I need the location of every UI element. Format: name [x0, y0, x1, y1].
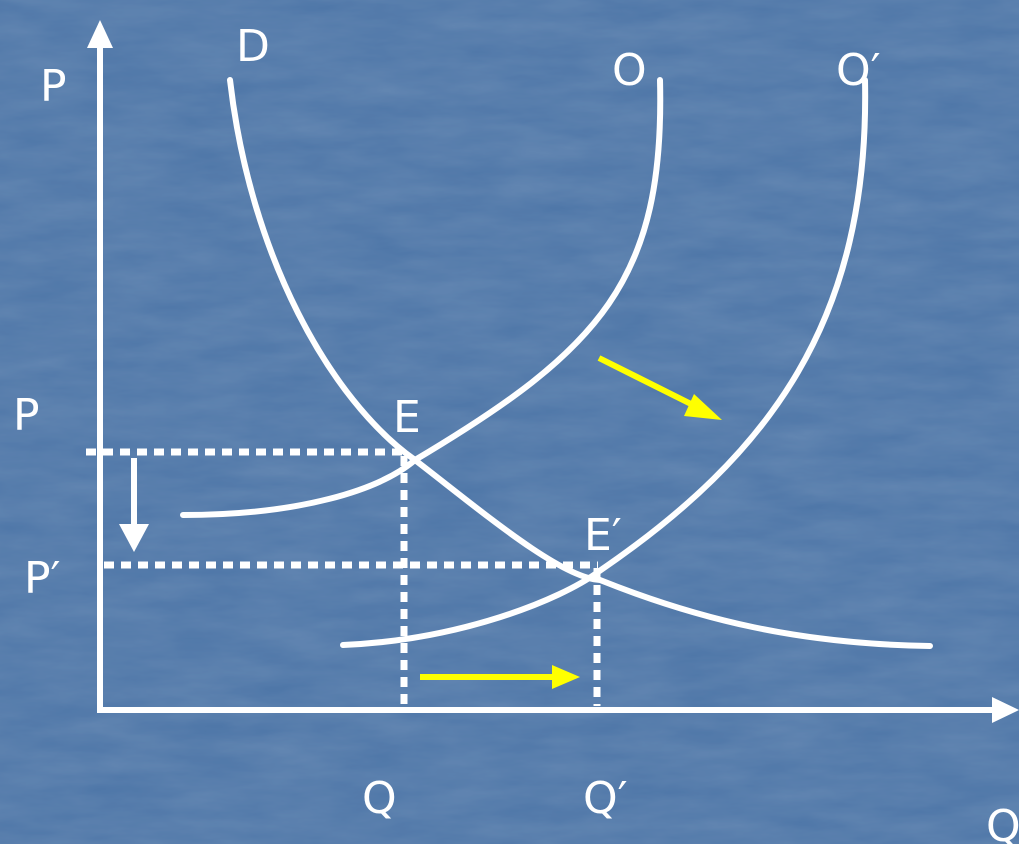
axes — [87, 20, 1019, 723]
price-drop-arrow — [119, 458, 149, 552]
guide-lines — [86, 448, 601, 706]
demand-curve — [227, 77, 933, 649]
new-equilibrium-label: E′ — [584, 510, 622, 561]
supply-curve-label: O — [612, 45, 647, 96]
supply-shift-arrow-shaft — [597, 355, 705, 413]
price-drop-arrow-head — [119, 524, 149, 552]
shift-arrows — [420, 355, 722, 689]
demand-curve-label: D — [236, 21, 270, 72]
equilibrium-label: E — [393, 392, 421, 443]
x-axis-label: Q — [986, 801, 1019, 844]
new-price-label: P′ — [24, 553, 61, 604]
x-axis-arrowhead — [992, 697, 1019, 723]
supply-curve — [180, 77, 664, 518]
price-label: P — [13, 390, 40, 441]
new-quantity-label: Q′ — [583, 773, 628, 824]
supply-shift-arrow-head — [684, 394, 722, 420]
shifted-supply-curve-label: O′ — [836, 45, 881, 96]
labels: P Q D O O′ E E′ P P′ Q Q′ — [13, 21, 1019, 844]
y-axis-label: P — [40, 61, 67, 112]
quantity-shift-arrow-head — [552, 665, 580, 689]
shifted-supply-curve — [340, 77, 869, 648]
curves — [180, 77, 933, 649]
quantity-label: Q — [362, 773, 397, 824]
y-axis-arrowhead — [87, 20, 113, 48]
